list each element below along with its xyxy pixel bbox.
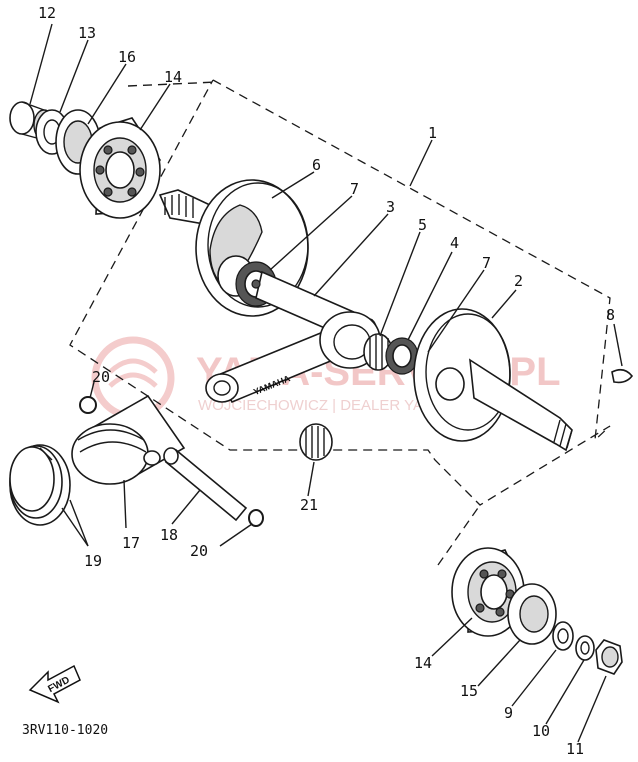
part-9-washer — [552, 621, 574, 651]
callout-20-top: 20 — [92, 368, 110, 386]
callout-8: 8 — [606, 306, 615, 324]
part-19-piston-rings — [9, 444, 71, 526]
part-20-circlip-top — [79, 396, 97, 414]
callout-12: 12 — [38, 4, 56, 22]
part-20-circlip-bottom — [248, 509, 264, 527]
callout-1: 1 — [428, 124, 437, 142]
callout-16: 16 — [118, 48, 136, 66]
part-10-lock-washer — [575, 635, 595, 661]
callout-10: 10 — [532, 722, 550, 740]
callout-18: 18 — [160, 526, 178, 544]
callout-14-left: 14 — [164, 68, 182, 86]
callout-21: 21 — [300, 496, 318, 514]
callout-14-right: 14 — [414, 654, 432, 672]
part-7-washer-left — [251, 279, 261, 289]
callout-11: 11 — [566, 740, 584, 758]
part-2-crank-right — [413, 308, 573, 452]
callout-17: 17 — [122, 534, 140, 552]
callout-3: 3 — [386, 198, 395, 216]
callout-20-bottom: 20 — [190, 542, 208, 560]
part-15-oil-seal — [507, 583, 557, 645]
callout-4: 4 — [450, 234, 459, 252]
callout-7-right: 7 — [482, 254, 491, 272]
callout-2: 2 — [514, 272, 523, 290]
part-7-washer-right — [385, 337, 419, 375]
callout-5: 5 — [418, 216, 427, 234]
callout-labels: 12 13 16 14 1 6 7 3 5 4 7 2 8 20 17 18 2… — [38, 4, 615, 758]
callout-7-left: 7 — [350, 180, 359, 198]
callout-9: 9 — [504, 704, 513, 722]
leader-lines — [29, 23, 623, 743]
callout-19: 19 — [84, 552, 102, 570]
part-21-small-end-bearing — [299, 423, 333, 461]
part-14-bearing-left — [79, 117, 161, 219]
part-18-piston-pin — [163, 447, 248, 522]
watermark-sub-text: WOJCIECHOWICZ | DEALER YAMAHA — [198, 397, 466, 414]
part-11-nut — [595, 639, 623, 675]
part-17-piston — [71, 394, 186, 485]
assembly-outline — [69, 79, 611, 566]
callout-15: 15 — [460, 682, 478, 700]
callout-6: 6 — [312, 156, 321, 174]
part-5-needle-bearing — [363, 333, 393, 371]
part-8-key — [611, 368, 634, 384]
callout-13: 13 — [78, 24, 96, 42]
fwd-arrow-icon: FWD — [28, 664, 81, 704]
diagram-code: 3RV110-1020 — [22, 723, 108, 738]
